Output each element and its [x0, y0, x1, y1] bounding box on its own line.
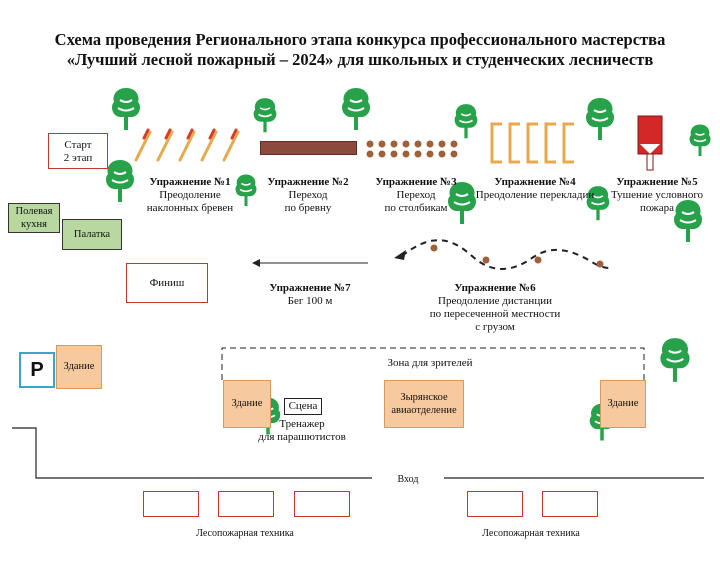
fire-equipment-label-right: Лесопожарная техника [482, 528, 580, 539]
tree-icon [689, 124, 711, 156]
tree-icon [660, 338, 690, 382]
fire-equipment-slot [294, 491, 350, 517]
exercise-4-label: Упражнение №4 Преодоление перекладин [470, 176, 600, 202]
exercise-2-title: Упражнение №2 [267, 176, 349, 188]
exercise-3-line-2: по столбикам [384, 202, 448, 214]
entrance-label: Вход [397, 474, 419, 485]
inclined-logs-obstacle [134, 128, 240, 162]
parking-sign-icon: P [19, 352, 55, 388]
run-arrow [252, 259, 368, 267]
exercise-3-line-1: Переход [396, 189, 436, 201]
stage-box: Сцена [284, 398, 322, 415]
exercise-1-line-1: Преодоление [159, 189, 221, 201]
title-line-2: «Лучший лесной пожарный – 2024» для школ… [66, 50, 654, 69]
start-label: Старт [64, 139, 92, 151]
tree-icon [112, 88, 140, 130]
fire-equipment-slot [218, 491, 274, 517]
posts-obstacle [366, 140, 458, 158]
tree-icon [454, 104, 478, 139]
tree-icon [674, 200, 702, 242]
spectator-zone-label: Зона для зрителей [387, 357, 473, 369]
exercise-2-line-1: Переход [288, 189, 328, 201]
exercise-6-line-1: Преодоление дистанции [438, 295, 552, 307]
exercise-5-label: Упражнение №5 Тушение условного пожара [604, 176, 710, 215]
building-left: Здание [56, 345, 102, 389]
aviation-department-box: Зырянское авиаотделение [384, 380, 464, 428]
start-box: Старт 2 этап [48, 133, 108, 169]
boundary-fence [12, 427, 704, 479]
exercise-5-line-1: Тушение условного [610, 189, 704, 201]
field-kitchen-label-1: Полевая [15, 206, 53, 217]
tree-icon [106, 160, 134, 202]
aviation-line-1: Зырянское [400, 392, 448, 403]
tree-icon [448, 182, 476, 224]
exercise-3-label: Упражнение №3 Переход по столбикам [366, 176, 466, 215]
exercise-2-label: Упражнение №2 Переход по бревну [258, 176, 358, 215]
log-beam-obstacle [260, 141, 357, 155]
exercise-1-label: Упражнение №1 Преодоление наклонных брев… [140, 176, 240, 215]
exercise-3-title: Упражнение №3 [375, 176, 457, 188]
tent-box: Палатка [62, 219, 122, 250]
exercise-7-label: Упражнение №7 Бег 100 м [250, 282, 370, 308]
trainer-line-2: для парашютистов [258, 431, 346, 443]
fire-equipment-slot [467, 491, 523, 517]
field-kitchen-label-2: кухня [21, 219, 47, 230]
exercise-7-title: Упражнение №7 [269, 282, 351, 294]
field-kitchen-box: Полевая кухня [8, 203, 60, 233]
aviation-line-2: авиаотделение [391, 405, 457, 416]
building-center-left: Здание [223, 380, 271, 428]
exercise-5-line-2: пожара [640, 202, 674, 214]
title-line-1: Схема проведения Регионального этапа кон… [54, 30, 666, 49]
exercise-7-line-1: Бег 100 м [287, 295, 333, 307]
exercise-1-line-2: наклонных бревен [146, 202, 234, 214]
parachute-trainer-label: Тренажер для парашютистов [252, 418, 352, 444]
finish-box: Финиш [126, 263, 208, 303]
exercise-6-line-3: с грузом [475, 321, 515, 333]
tree-icon [586, 186, 610, 221]
fire-equipment-slot [143, 491, 199, 517]
tree-icon [253, 98, 277, 133]
fire-equipment-label-left: Лесопожарная техника [196, 528, 294, 539]
tree-icon [342, 88, 370, 130]
exercise-4-title: Упражнение №4 [494, 176, 576, 188]
tree-icon [235, 174, 257, 206]
crossbars-obstacle [490, 122, 574, 164]
building-right: Здание [600, 380, 646, 428]
trainer-line-1: Тренажер [279, 418, 325, 430]
fire-shield-icon [637, 115, 663, 171]
start-stage-label: 2 этап [63, 152, 93, 164]
spectator-zone-outline [221, 347, 645, 380]
fire-equipment-slot [542, 491, 598, 517]
exercise-5-title: Упражнение №5 [616, 176, 698, 188]
exercise-1-title: Упражнение №1 [149, 176, 231, 188]
exercise-4-line-1: Преодоление перекладин [475, 189, 595, 201]
tree-icon [586, 98, 614, 140]
exercise-2-line-2: по бревну [284, 202, 332, 214]
exercise-6-label: Упражнение №6 Преодоление дистанции по п… [420, 282, 570, 334]
cross-country-path [394, 239, 611, 270]
exercise-6-line-2: по пересеченной местности [429, 308, 561, 320]
exercise-6-title: Упражнение №6 [454, 282, 536, 294]
